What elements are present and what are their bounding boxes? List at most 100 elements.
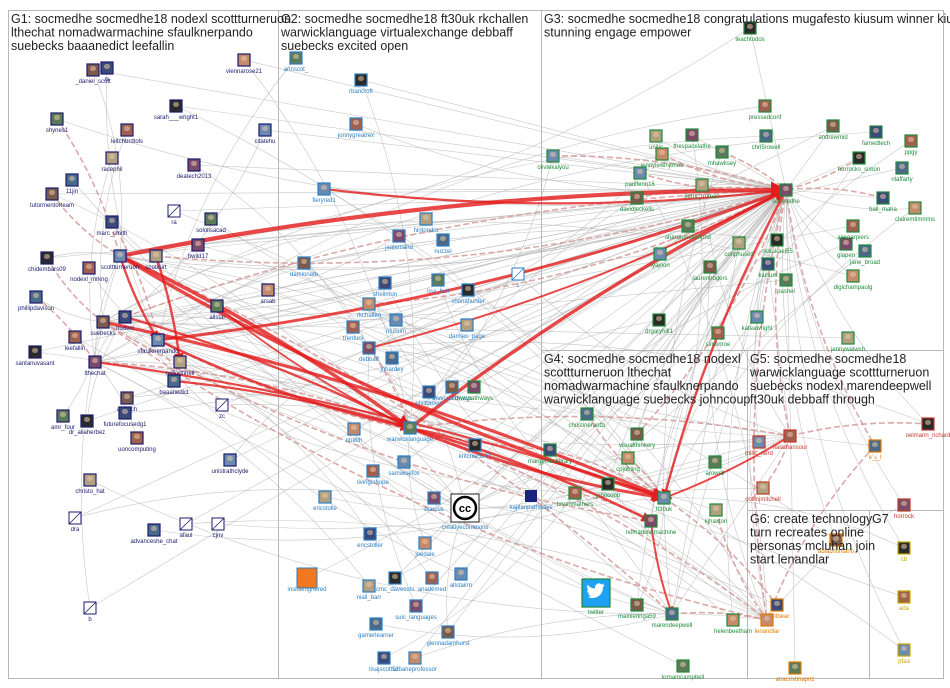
node-lisa-hull[interactable]: lisa_hull [427,273,449,295]
node-ntuhum[interactable]: ntuhum [386,313,406,335]
node-viennarose21[interactable]: viennarose21 [226,53,263,75]
node-twitter[interactable]: twitter [581,578,611,616]
node-kjhaxton[interactable]: kjhaxton [705,503,727,525]
node-anacristinapriz[interactable]: anacristinapriz [776,661,815,683]
node-insidehighered[interactable]: insidehighered [287,567,327,593]
node-horrocks-simon[interactable]: horrocks_simon [838,151,880,173]
node-kritchie5247[interactable]: kritchie5247 [459,438,492,460]
node-leefallin[interactable]: leefallin [65,330,85,352]
node-pressedconf[interactable]: pressedconf [749,99,782,121]
node-kiusum[interactable]: kiusum [758,257,778,279]
node-sarah---wright1[interactable]: sarah___wright1 [154,99,199,121]
node-jonnygreatrex[interactable]: jonnygreatrex [337,117,374,139]
node-rs[interactable]: rs [100,61,114,83]
node-bwild17[interactable]: bwild17 [188,238,209,260]
node-jennywalwsh[interactable]: jennywalwsh [830,331,865,353]
node-ra[interactable]: ra [167,204,181,226]
node-jane-broad[interactable]: jane_broad [849,244,880,266]
node-conphused[interactable]: conphused [724,236,754,258]
node-visualthinkery[interactable]: visualthinkery [619,427,655,449]
node-z1[interactable]: cb [897,541,911,563]
node-e-i-l[interactable]: e_i_l [868,439,882,461]
node-kerry-truman[interactable]: kerry_truman [684,178,720,200]
node-thespacelathe[interactable]: thespacelathe [673,128,711,150]
node-lenandlar[interactable]: lenandlar [755,613,780,635]
node-damien-page[interactable]: damien_page [449,318,486,340]
node-debbaff[interactable]: debbaff [359,341,379,363]
node-z2[interactable]: ada [897,590,911,612]
node-citatehu[interactable]: citatehu [254,123,276,145]
node-kateawright[interactable]: kateawright [742,310,773,332]
node-johncoup[interactable]: johncoup [595,477,621,499]
node-gamerlearner[interactable]: gamerlearner [358,617,394,639]
node-nodexl[interactable]: nodexl [116,310,134,332]
node-philtbrown[interactable]: philtbrown [415,385,443,407]
node-allstairm[interactable]: allstairm [450,567,472,589]
node-nodexl-mrkng[interactable]: nodexl_mrkng [70,261,108,283]
node-collinjmitchell[interactable]: collinjmitchell [745,481,781,503]
node-scottturneruon[interactable]: scottturneruon [101,249,139,271]
node-alergarpiers[interactable]: alergarpiers [837,219,869,241]
node-cmc-davecchi[interactable]: cmc_davecchi [376,571,414,593]
node-jaalemand[interactable]: jaalemand [384,229,413,251]
node-ppgy[interactable]: ppgy [904,134,918,156]
node-rbancroft[interactable]: rbancroft [349,73,373,95]
node-unistrathclyde[interactable]: unistrathclyde [211,453,249,475]
node-shynes1[interactable]: shynes1 [46,112,69,134]
node--daniel-scott[interactable]: _daniel_scott [74,63,111,85]
node-nlaffarty[interactable]: nlaffarty [891,161,913,183]
node-trentuni[interactable]: trentuni [343,320,363,342]
node-drgaryhill1[interactable]: drgaryhill1 [645,313,673,335]
node-futurefocusedg1[interactable]: futurefocusedg1 [103,406,147,428]
node-warwicklanguage[interactable]: warwicklanguage [386,421,434,443]
node-racephil[interactable]: racephil [101,151,123,173]
node-nellortfinell[interactable]: nellortfinell [166,355,195,377]
node-famedtech[interactable]: famedtech [862,125,890,147]
node-margymaclibrary[interactable]: margymaclibrary [528,443,572,465]
node-11jin[interactable]: 11jin [65,173,79,195]
node-dra[interactable]: dra [68,511,82,533]
node-chidembars09[interactable]: chidembars09 [28,251,67,273]
node-phillipdavison[interactable]: phillipdavison [18,290,54,312]
node-nuzzel[interactable]: nuzzel [434,233,452,255]
node-drvvcpathways[interactable]: drvvcpathways [432,380,472,402]
node-kaplanpathways[interactable]: kaplanpathways [509,490,553,511]
node-arowell[interactable]: arowell [705,455,725,477]
node-lthechat[interactable]: lthechat [84,355,106,377]
node-annscot-[interactable]: annscot_ [284,51,309,73]
node-baaanedict[interactable]: baaanedict [159,374,189,396]
node-hintondm[interactable]: hintondm [414,212,439,234]
node-suic-languages[interactable]: suic_languages [395,599,437,621]
node-drwcpathways[interactable]: drwcpathways [455,380,493,402]
node-ericstoller[interactable]: ericstoller [357,527,383,549]
node-livinginhope[interactable]: livinginhope [357,464,390,486]
node-tutormentorteam[interactable]: tutormentorteam [30,187,74,209]
node-z3[interactable]: pfaa [897,643,911,665]
node-adlachontario[interactable]: adlachontario [818,533,855,555]
node-damlonate[interactable]: damlonate [290,256,319,278]
node-nickskael55[interactable]: nickskael55 [761,233,793,255]
node-paulfenn16[interactable]: paulfenn16 [625,166,656,188]
node-ericstolle[interactable]: ericstolle [313,490,337,512]
node-olivtekalyou[interactable]: olivtekalyou [537,149,569,171]
node-urbaneprofessor[interactable]: urbaneprofessor [393,651,437,673]
node-jnhardey[interactable]: jnhardey [379,351,404,373]
node-laurenlrogers[interactable]: laurenlrogers [692,260,728,282]
node-helenbeetham[interactable]: helenbeetham [714,613,752,635]
node-uoncomputing[interactable]: uoncomputing [118,431,156,453]
node-ntu8th[interactable]: ntu8th [346,422,363,444]
node-jennylewinjones[interactable]: jennylewinjones [640,147,683,169]
node-joedale[interactable]: joedale [414,536,435,558]
node-marendeepwell[interactable]: marendeepwell [652,607,693,629]
node-nomadwarmachine[interactable]: nomadwarmachine [626,514,677,536]
node-horrock[interactable]: horrock [894,498,915,520]
node-pashel[interactable]: pashel [777,273,795,295]
node-samwisefox[interactable]: samwisefox [388,455,420,477]
node-niall-barr[interactable]: niall_barr [357,579,382,601]
node-davidjeckells[interactable]: davidjeckells [620,191,654,213]
node-rkchallen[interactable]: rkchallen [357,297,381,319]
node-oelmann-richard[interactable]: oelmann_richard [906,417,950,439]
node-sololisacad[interactable]: sololisacad [196,212,226,234]
node-blarcus[interactable]: blarcus [424,491,444,513]
node-christinerantzi[interactable]: christinerantzi [568,407,606,429]
